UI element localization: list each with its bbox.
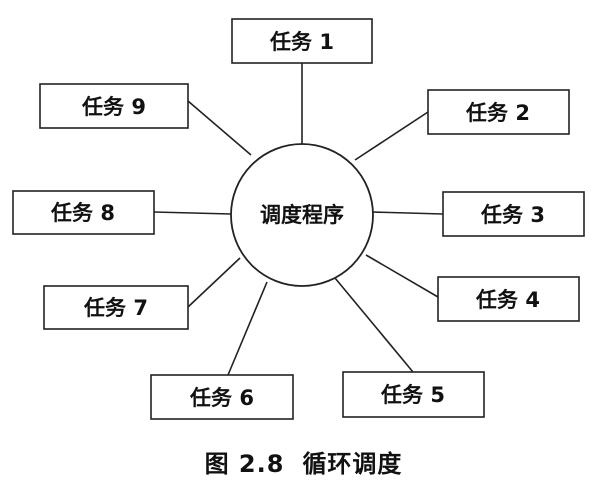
task-label-2: 任务 2 [465, 101, 530, 125]
connector-task-2 [354, 111, 429, 161]
connector-task-8 [153, 211, 232, 215]
task-box-6: 任务 6 [150, 374, 294, 420]
task-box-7: 任务 7 [43, 285, 189, 330]
figure-title: 循环调度 [302, 450, 403, 478]
connector-task-9 [187, 100, 252, 156]
scheduler-circle [230, 143, 374, 287]
task-box-4: 任务 4 [437, 276, 580, 322]
task-label-9: 任务 9 [81, 95, 146, 119]
task-label-1: 任务 1 [269, 30, 334, 54]
connector-task-4 [365, 254, 439, 298]
connector-task-3 [371, 211, 444, 215]
task-box-1: 任务 1 [231, 18, 373, 64]
task-box-8: 任务 8 [12, 190, 155, 235]
task-label-8: 任务 8 [50, 201, 115, 225]
task-label-7: 任务 7 [83, 296, 148, 320]
round-robin-diagram: 调度程序 任务 1 任务 2 任务 3 任务 4 任务 5 任务 6 任务 7 … [12, 18, 585, 420]
figure-caption: 图 2.8 循环调度 [0, 444, 607, 479]
task-box-3: 任务 3 [442, 191, 585, 237]
connector-task-5 [334, 277, 414, 373]
figure-number: 图 2.8 [204, 450, 285, 478]
task-label-4: 任务 4 [475, 288, 540, 312]
task-label-6: 任务 6 [189, 386, 254, 410]
connector-task-6 [227, 281, 268, 376]
task-box-5: 任务 5 [342, 371, 485, 418]
scheduler-label: 调度程序 [260, 203, 344, 227]
task-box-9: 任务 9 [39, 83, 189, 129]
task-label-5: 任务 5 [380, 383, 445, 407]
connector-task-7 [187, 257, 241, 308]
task-box-2: 任务 2 [427, 89, 570, 135]
task-label-3: 任务 3 [480, 203, 545, 227]
